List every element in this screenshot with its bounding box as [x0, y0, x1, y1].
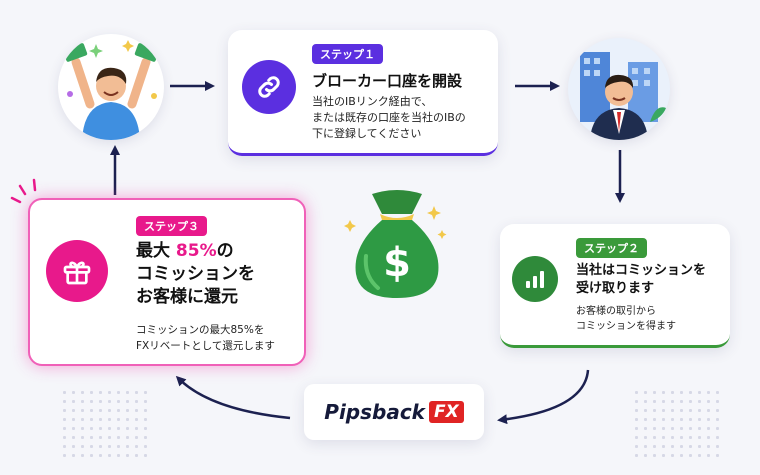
arrow-logo-to-step3 [175, 375, 291, 420]
step1-card: ステップ１ ブローカー口座を開設 当社のIBリンク経由で、 または既存の口座を当… [228, 30, 498, 156]
step1-badge: ステップ１ [312, 44, 383, 64]
step3-title: 最大 85%の コミッションを お客様に還元 [136, 241, 255, 307]
step2-title: 当社はコミッションを 受け取ります [576, 263, 707, 296]
logo-text: Pipsback [324, 400, 425, 424]
money-bag-icon: $ [344, 190, 447, 298]
step2-badge: ステップ２ [576, 238, 647, 258]
step3-icon-circle [46, 240, 108, 302]
step1-description: 当社のIBリンク経由で、 または既存の口座を当社のIBの 下に登録してください [312, 95, 466, 140]
svg-text:$: $ [383, 240, 411, 286]
bar-chart-icon [526, 271, 544, 288]
step1-title: ブローカー口座を開設 [312, 72, 463, 90]
arrow-step2-to-logo [497, 369, 590, 425]
happy-user-avatar [58, 34, 164, 140]
pipsback-logo-card: Pipsback FX [304, 384, 484, 440]
gift-icon [63, 261, 91, 285]
step1-icon-circle [242, 60, 296, 114]
step3-card: ステップ３ 最大 85%の コミッションを お客様に還元 コミッションの最大85… [28, 198, 306, 366]
broker-avatar [568, 38, 670, 140]
dot-pattern-left [60, 388, 150, 458]
step3-badge: ステップ３ [136, 216, 207, 236]
logo-fx-badge: FX [428, 401, 464, 423]
dot-pattern-right [632, 388, 722, 458]
step2-icon-circle [512, 256, 558, 302]
step2-description: お客様の取引から コミッションを得ます [576, 306, 676, 332]
accent-strokes [10, 178, 37, 204]
highlight-percent: 85% [175, 241, 217, 261]
link-icon [258, 76, 280, 98]
step3-description: コミッションの最大85%を FXリベートとして還元します [136, 324, 275, 352]
step2-card: ステップ２ 当社はコミッションを 受け取ります お客様の取引から コミッションを… [500, 224, 730, 348]
